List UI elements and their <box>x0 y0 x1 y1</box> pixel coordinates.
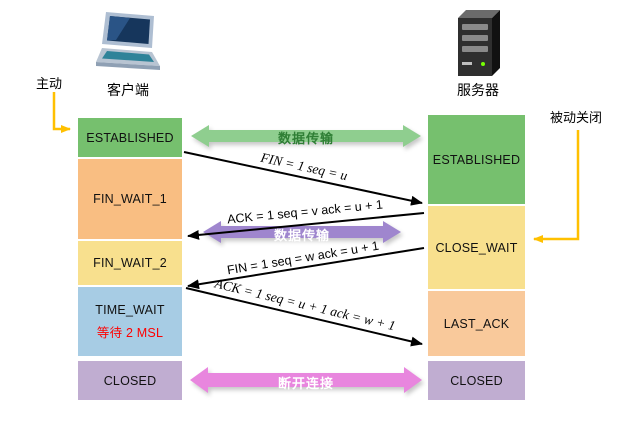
state-label: CLOSED <box>103 373 157 388</box>
ack-2-message: ACK = 1 seq = u + 1 ack = w + 1 <box>213 275 397 334</box>
state-label: CLOSED <box>450 373 503 388</box>
server-slot <box>462 24 488 30</box>
state-client-closed: CLOSED <box>78 361 182 400</box>
laptop-front-edge <box>96 62 160 70</box>
server-side-face <box>492 10 500 76</box>
state-label: CLOSE_WAIT <box>435 240 518 255</box>
server-icon <box>458 10 500 76</box>
state-client-established: ESTABLISHED <box>78 118 182 157</box>
client-label: 客户端 <box>107 82 149 98</box>
state-label: LAST_ACK <box>443 316 510 331</box>
server-slot <box>462 35 488 41</box>
state-server-last-ack: LAST_ACK <box>428 291 525 356</box>
active-close-flow-arrow <box>52 92 71 133</box>
state-label: FIN_WAIT_1 <box>93 192 167 206</box>
data-transfer-label-middle: 数据传输 <box>273 228 330 243</box>
passive-close-flow-arrow <box>533 130 580 243</box>
laptop-icon <box>96 12 160 70</box>
state-label: ESTABLISHED <box>86 130 174 145</box>
passive-close-label: 被动关闭 <box>550 110 603 125</box>
data-transfer-label-top: 数据传输 <box>277 131 334 146</box>
server-label: 服务器 <box>457 82 499 98</box>
state-label: FIN_WAIT_2 <box>93 256 167 270</box>
state-client-fin-wait-1: FIN_WAIT_1 <box>78 159 182 239</box>
state-server-closed: CLOSED <box>428 361 525 400</box>
laptop-keyboard <box>102 51 154 62</box>
server-slot <box>462 46 488 52</box>
active-close-label: 主动 <box>36 76 63 91</box>
server-vent <box>462 62 472 65</box>
server-led <box>481 62 485 66</box>
state-client-fin-wait-2: FIN_WAIT_2 <box>78 241 182 285</box>
fin-1-message: FIN = 1 seq = u <box>259 149 349 184</box>
state-label: ESTABLISHED <box>432 152 521 167</box>
server-top-face <box>458 10 500 18</box>
time-wait-duration-label: 等待 2 MSL <box>96 325 164 340</box>
laptop-screen-glare <box>107 16 130 41</box>
state-server-close-wait: CLOSE_WAIT <box>428 206 525 289</box>
state-client-time-wait: TIME_WAIT 等待 2 MSL <box>78 287 182 356</box>
state-label: TIME_WAIT <box>95 302 165 317</box>
disconnect-label: 断开连接 <box>277 376 334 391</box>
state-server-established: ESTABLISHED <box>428 115 525 204</box>
